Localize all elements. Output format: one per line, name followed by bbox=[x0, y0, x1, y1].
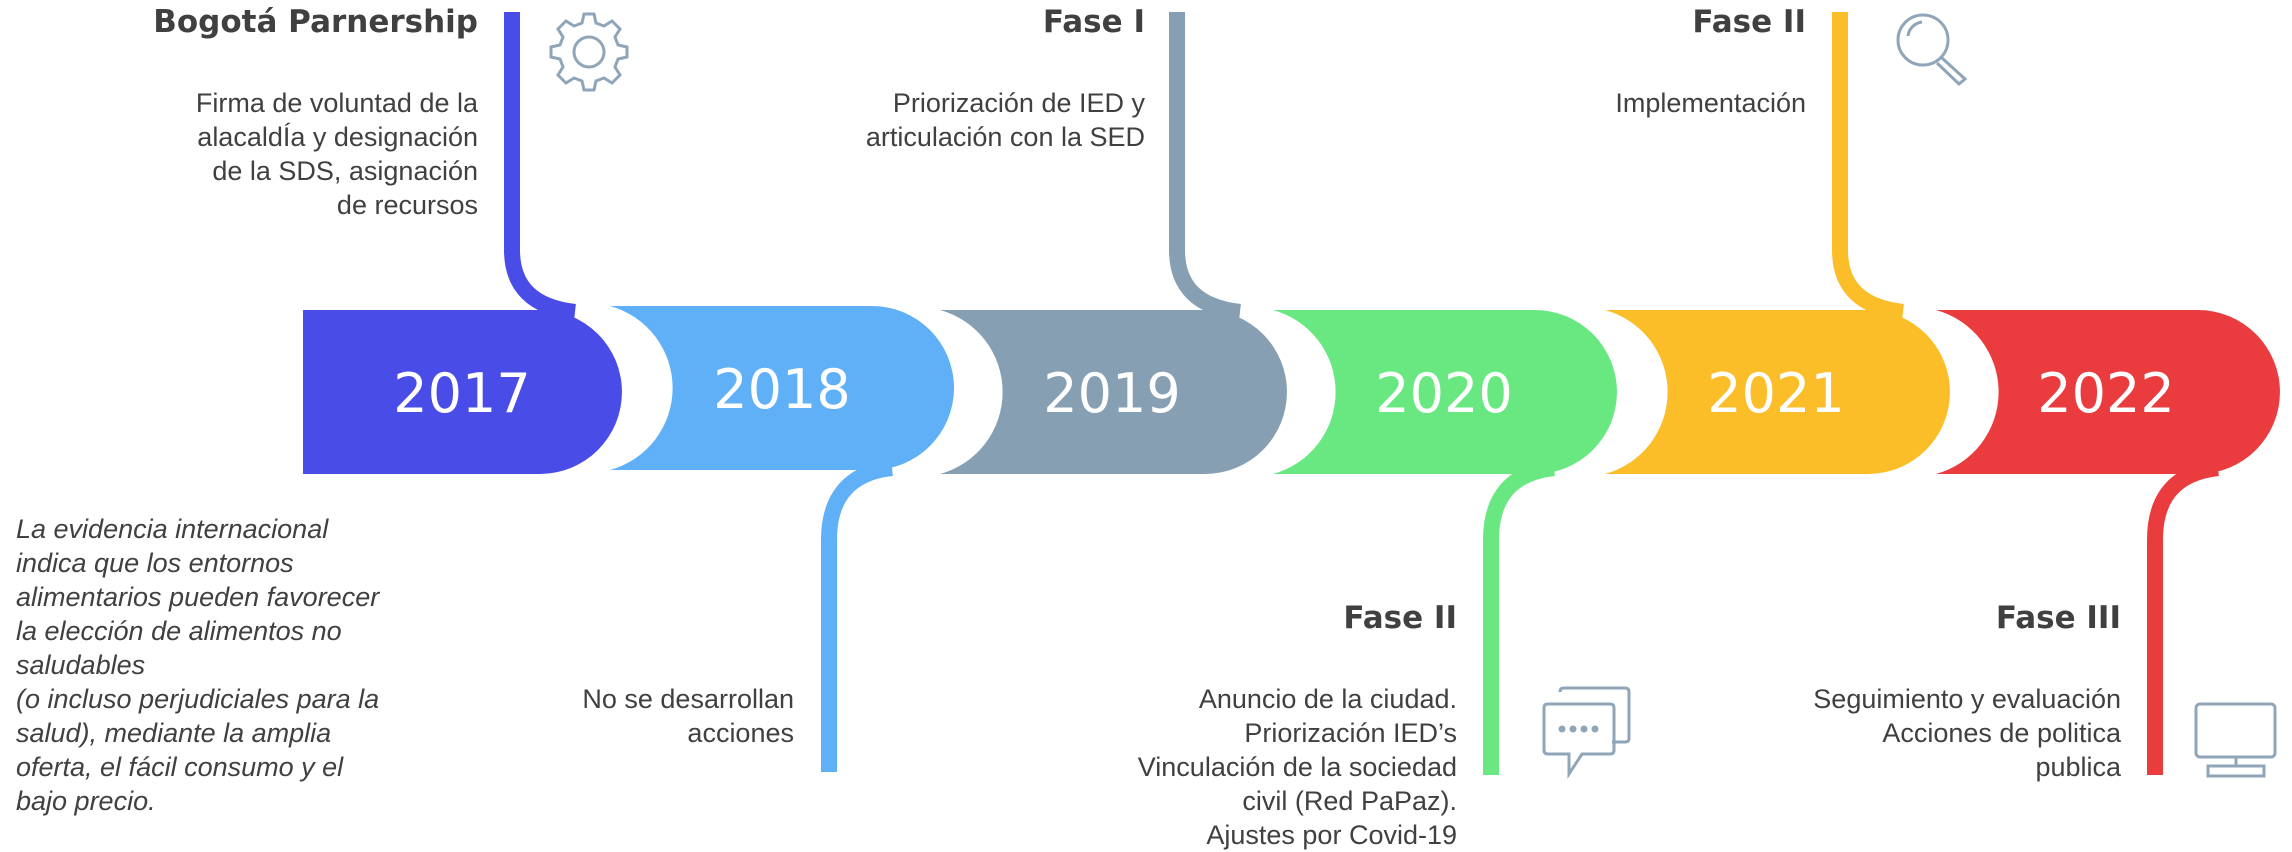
year-label-2020: 2020 bbox=[1375, 362, 1512, 425]
connector-2017 bbox=[504, 12, 577, 320]
year-label-2019: 2019 bbox=[1043, 362, 1180, 425]
desc-line: Implementación bbox=[1615, 88, 1806, 118]
monitor-icon bbox=[2194, 702, 2277, 778]
desc-line: articulación con la SED bbox=[865, 122, 1145, 152]
desc-line: de la SDS, asignación bbox=[212, 156, 478, 186]
segment-2018 bbox=[610, 306, 954, 470]
desc-line: civil (Red PaPaz). bbox=[1242, 786, 1457, 816]
desc-line: Priorización de IED y bbox=[892, 88, 1145, 118]
evidence-note: La evidencia internacional indica que lo… bbox=[16, 514, 380, 816]
milestone-title-2021: Fase II bbox=[1692, 4, 1806, 40]
gear-icon bbox=[549, 12, 629, 92]
connector-2022 bbox=[2147, 460, 2220, 775]
desc-line: No se desarrollan bbox=[582, 684, 794, 714]
segment-2022 bbox=[1936, 310, 2280, 474]
desc-line: Priorización IED’s bbox=[1244, 718, 1457, 748]
milestone-desc-2020: Anuncio de la ciudad. Priorización IED’s… bbox=[1138, 682, 1457, 852]
year-label-2018: 2018 bbox=[713, 358, 850, 421]
desc-line: Ajustes por Covid-19 bbox=[1206, 820, 1457, 850]
desc-line: Vinculación de la sociedad bbox=[1137, 752, 1457, 782]
connector-2021 bbox=[1832, 12, 1905, 320]
year-label-2021: 2021 bbox=[1707, 362, 1844, 425]
desc-line: publica bbox=[2035, 752, 2121, 782]
segment-2020 bbox=[1273, 310, 1617, 474]
desc-line: Seguimiento y evaluación bbox=[1813, 684, 2121, 714]
year-label-2017: 2017 bbox=[393, 362, 530, 425]
desc-line: de recursos bbox=[336, 190, 478, 220]
connector-2018 bbox=[821, 460, 894, 772]
desc-line: Anuncio de la ciudad. bbox=[1198, 684, 1457, 714]
milestone-title-2022: Fase III bbox=[1995, 600, 2121, 636]
segment-2019 bbox=[940, 310, 1287, 474]
connector-2019 bbox=[1169, 12, 1242, 320]
milestone-desc-2022: Seguimiento y evaluación Acciones de pol… bbox=[1813, 682, 2121, 784]
segment-2021 bbox=[1605, 310, 1950, 474]
milestone-desc-2021: Implementación bbox=[1615, 86, 1806, 120]
desc-line: acciones bbox=[687, 718, 794, 748]
milestone-desc-2018: No se desarrollan acciones bbox=[582, 682, 794, 750]
desc-line: Firma de voluntad de la bbox=[195, 88, 478, 118]
year-label-2022: 2022 bbox=[2037, 362, 2174, 425]
milestone-title-2020: Fase II bbox=[1343, 600, 1457, 636]
desc-line: Acciones de politica bbox=[1882, 718, 2121, 748]
segment-2017 bbox=[303, 310, 622, 474]
milestone-title-2017: Bogotá Parnership bbox=[153, 4, 478, 40]
milestone-title-2019: Fase I bbox=[1042, 4, 1145, 40]
milestone-desc-2019: Priorización de IED y articulación con l… bbox=[866, 86, 1145, 154]
chat-icon bbox=[1542, 686, 1631, 780]
desc-line: alacaldÍa y designación bbox=[197, 122, 478, 152]
magnifier-icon bbox=[1896, 13, 1968, 87]
milestone-desc-2017: Firma de voluntad de la alacaldÍa y desi… bbox=[196, 86, 478, 222]
